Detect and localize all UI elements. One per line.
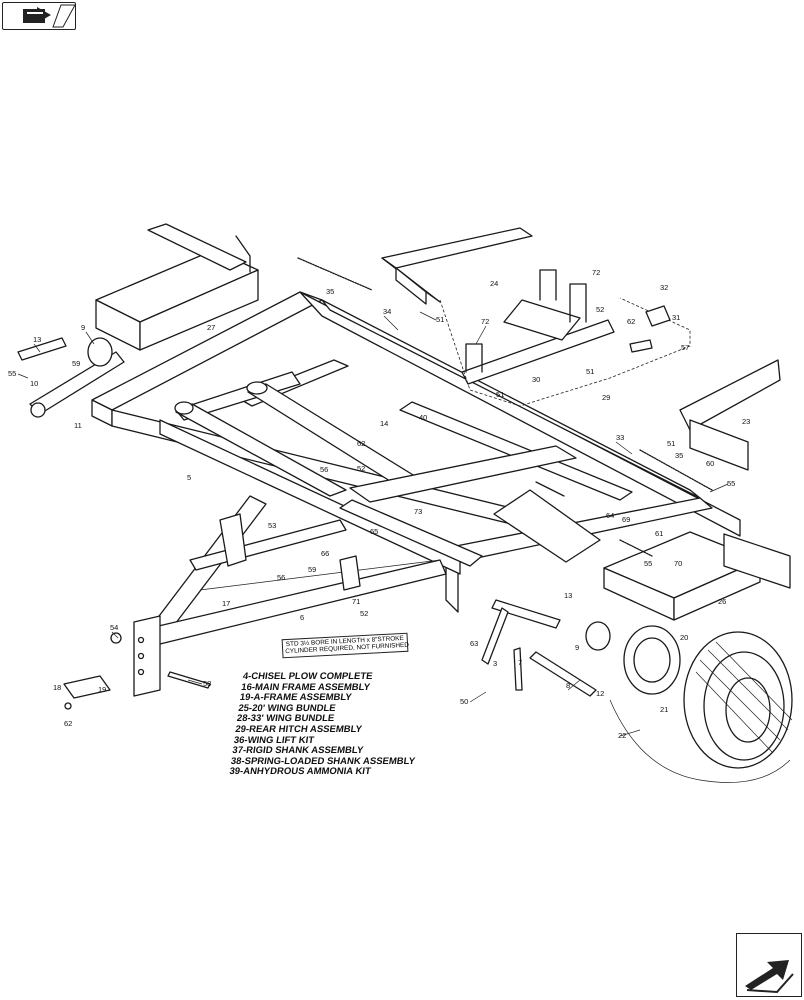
callout-52: 52	[596, 305, 604, 314]
wing-24	[381, 227, 533, 305]
callout-51c: 51	[586, 367, 594, 376]
callout-18: 18	[53, 683, 61, 692]
callout-56: 56	[320, 465, 328, 474]
callout-40: 40	[419, 413, 427, 422]
callout-labels: 35 24 27 72 32 52 31 62 57 13 9 55 59 10…	[8, 268, 750, 740]
callout-27: 27	[207, 323, 215, 332]
callout-59b: 59	[308, 565, 316, 574]
callout-54: 54	[110, 623, 118, 632]
callout-52b: 52	[357, 464, 365, 473]
callout-31: 31	[672, 313, 680, 322]
callout-13: 13	[33, 335, 41, 344]
callout-55c: 55	[644, 559, 652, 568]
callout-51d: 51	[667, 439, 675, 448]
wing-26	[603, 531, 791, 621]
legend-item: 39-ANHYDROUS AMMONIA KIT	[228, 766, 372, 778]
rear-hitch	[439, 269, 691, 407]
left-wing-27	[95, 223, 259, 351]
callout-65: 65	[370, 527, 378, 536]
callout-70: 70	[674, 559, 682, 568]
callout-23: 23	[742, 417, 750, 426]
callout-58: 58	[203, 679, 211, 688]
next-page-arrow-icon	[745, 960, 794, 994]
callout-53: 53	[268, 521, 276, 530]
callout-24: 24	[490, 279, 498, 288]
callout-71: 71	[352, 597, 360, 606]
callout-33: 33	[616, 433, 624, 442]
callout-14: 14	[380, 419, 388, 428]
callout-56b: 56	[277, 573, 285, 582]
left-hub-detail	[17, 337, 125, 418]
leader-lines	[17, 311, 729, 737]
callout-73: 73	[414, 507, 422, 516]
callout-9b: 9	[575, 643, 579, 652]
callout-66: 66	[321, 549, 329, 558]
callout-26: 26	[718, 597, 726, 606]
springs	[297, 257, 713, 557]
callout-8: 8	[566, 681, 570, 690]
callout-7: 7	[518, 658, 522, 667]
callout-62b: 62	[357, 439, 365, 448]
callout-9: 9	[81, 323, 85, 332]
callout-3: 3	[493, 659, 497, 668]
legend-item: 29-REAR HITCH ASSEMBLY	[234, 723, 363, 735]
callout-50: 50	[460, 697, 468, 706]
callout-19: 19	[98, 685, 106, 694]
callout-6: 6	[300, 613, 304, 622]
legend-item: 4-CHISEL PLOW COMPLETE	[242, 671, 374, 682]
callout-21: 21	[660, 705, 668, 714]
callout-5: 5	[187, 473, 191, 482]
callout-57: 57	[681, 343, 689, 352]
book-with-arrow-icon	[23, 4, 76, 28]
a-frame-hitch	[133, 495, 447, 697]
callout-61: 61	[655, 529, 663, 538]
callout-34: 34	[383, 307, 391, 316]
axle-and-wheel	[481, 599, 793, 783]
callout-51b: 51	[496, 390, 504, 399]
callout-35b: 35	[675, 451, 683, 460]
assembly-legend: 4-CHISEL PLOW COMPLETE 16-MAIN FRAME ASS…	[228, 671, 428, 778]
callout-35: 35	[326, 287, 334, 296]
callout-63: 63	[470, 639, 478, 648]
cross-tubes	[174, 381, 633, 567]
main-frame	[91, 291, 741, 613]
callout-60: 60	[706, 459, 714, 468]
callout-20: 20	[680, 633, 688, 642]
callout-30: 30	[532, 375, 540, 384]
callout-64: 64	[606, 511, 614, 520]
callout-59: 59	[72, 359, 80, 368]
right-wing-23	[679, 359, 781, 471]
callout-10: 10	[30, 379, 38, 388]
callout-17: 17	[222, 599, 230, 608]
callout-62c: 62	[64, 719, 72, 728]
next-page-button[interactable]	[736, 933, 802, 997]
callout-69: 69	[622, 515, 630, 524]
top-nav-button[interactable]	[2, 2, 76, 30]
callout-29: 29	[602, 393, 610, 402]
callout-55: 55	[8, 369, 16, 378]
callout-12: 12	[596, 689, 604, 698]
callout-55b: 55	[727, 479, 735, 488]
callout-51: 51	[436, 315, 444, 324]
callout-62: 62	[627, 317, 635, 326]
callout-72b: 72	[481, 317, 489, 326]
callout-13b: 13	[564, 591, 572, 600]
callout-72: 72	[592, 268, 600, 277]
callout-52c: 52	[360, 609, 368, 618]
callout-11: 11	[74, 421, 82, 430]
callout-32: 32	[660, 283, 668, 292]
